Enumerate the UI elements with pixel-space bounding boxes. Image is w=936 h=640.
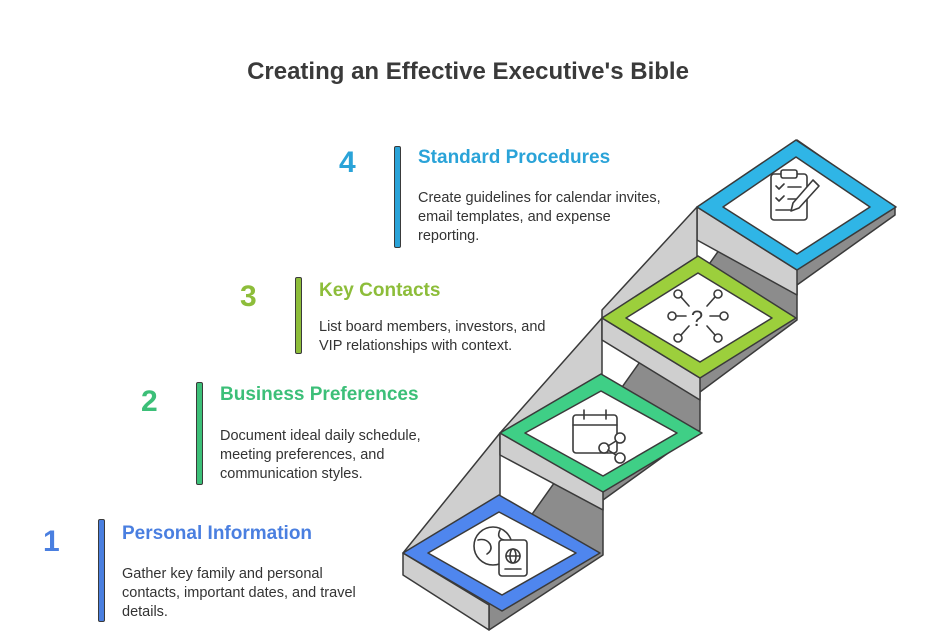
calendar-share-icon — [572, 409, 626, 464]
globe-passport-icon — [473, 526, 528, 577]
step-1-description: Gather key family and personal contacts,… — [122, 566, 356, 620]
step-4-heading: Standard Procedures — [418, 147, 611, 168]
step-3-heading: Key Contacts — [319, 280, 441, 301]
step-3-description: List board members, investors, and VIP r… — [319, 319, 546, 354]
step-4-description: Create guidelines for calendar invites, … — [418, 190, 661, 244]
svg-text:?: ? — [691, 306, 703, 331]
step-1-heading: Personal Information — [122, 523, 313, 544]
step-1-number: 1 — [43, 525, 60, 558]
question-network-icon: ? — [667, 289, 729, 343]
stair-top-3-inner — [625, 272, 773, 363]
step-2-number: 2 — [141, 385, 158, 418]
stair-front-1 — [402, 552, 490, 631]
step-4-bar — [394, 146, 401, 248]
step-2-bar — [196, 382, 203, 485]
clipboard-pencil-icon — [770, 169, 820, 221]
step-2-description: Document ideal daily schedule, meeting p… — [220, 428, 421, 482]
step-3-bar — [295, 277, 302, 354]
step-1-bar — [98, 519, 105, 622]
diagram-title: Creating an Effective Executive's Bible — [247, 58, 689, 85]
step-3-number: 3 — [240, 280, 257, 313]
step-2-heading: Business Preferences — [220, 384, 419, 405]
step-4-number: 4 — [339, 146, 356, 179]
